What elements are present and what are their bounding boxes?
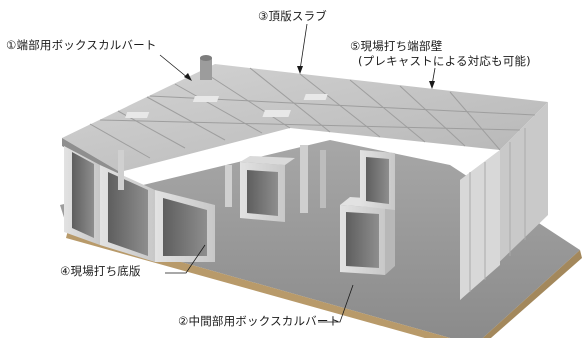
label-middle-box-culvert: ②中間部用ボックスカルバート <box>178 314 341 328</box>
label-end-wall: ⑤現場打ち端部壁 <box>350 39 443 53</box>
leader-end-culvert <box>159 54 189 79</box>
end-box-culverts <box>64 146 232 262</box>
leader-top-slab <box>299 23 308 71</box>
end-wall <box>460 102 548 300</box>
label-end-wall-note: (プレキャストによる対応も可能) <box>358 54 531 68</box>
leader-lines <box>159 23 436 323</box>
label-end-box-culvert: ①端部用ボックスカルバート <box>6 38 157 52</box>
label-top-slab: ③頂版スラブ <box>258 9 328 23</box>
middle-box-culverts <box>240 145 395 275</box>
leader-base-slab <box>165 244 206 274</box>
label-base-slab: ④現場打ち底版 <box>60 264 141 278</box>
leader-middle-culvert <box>318 284 354 323</box>
